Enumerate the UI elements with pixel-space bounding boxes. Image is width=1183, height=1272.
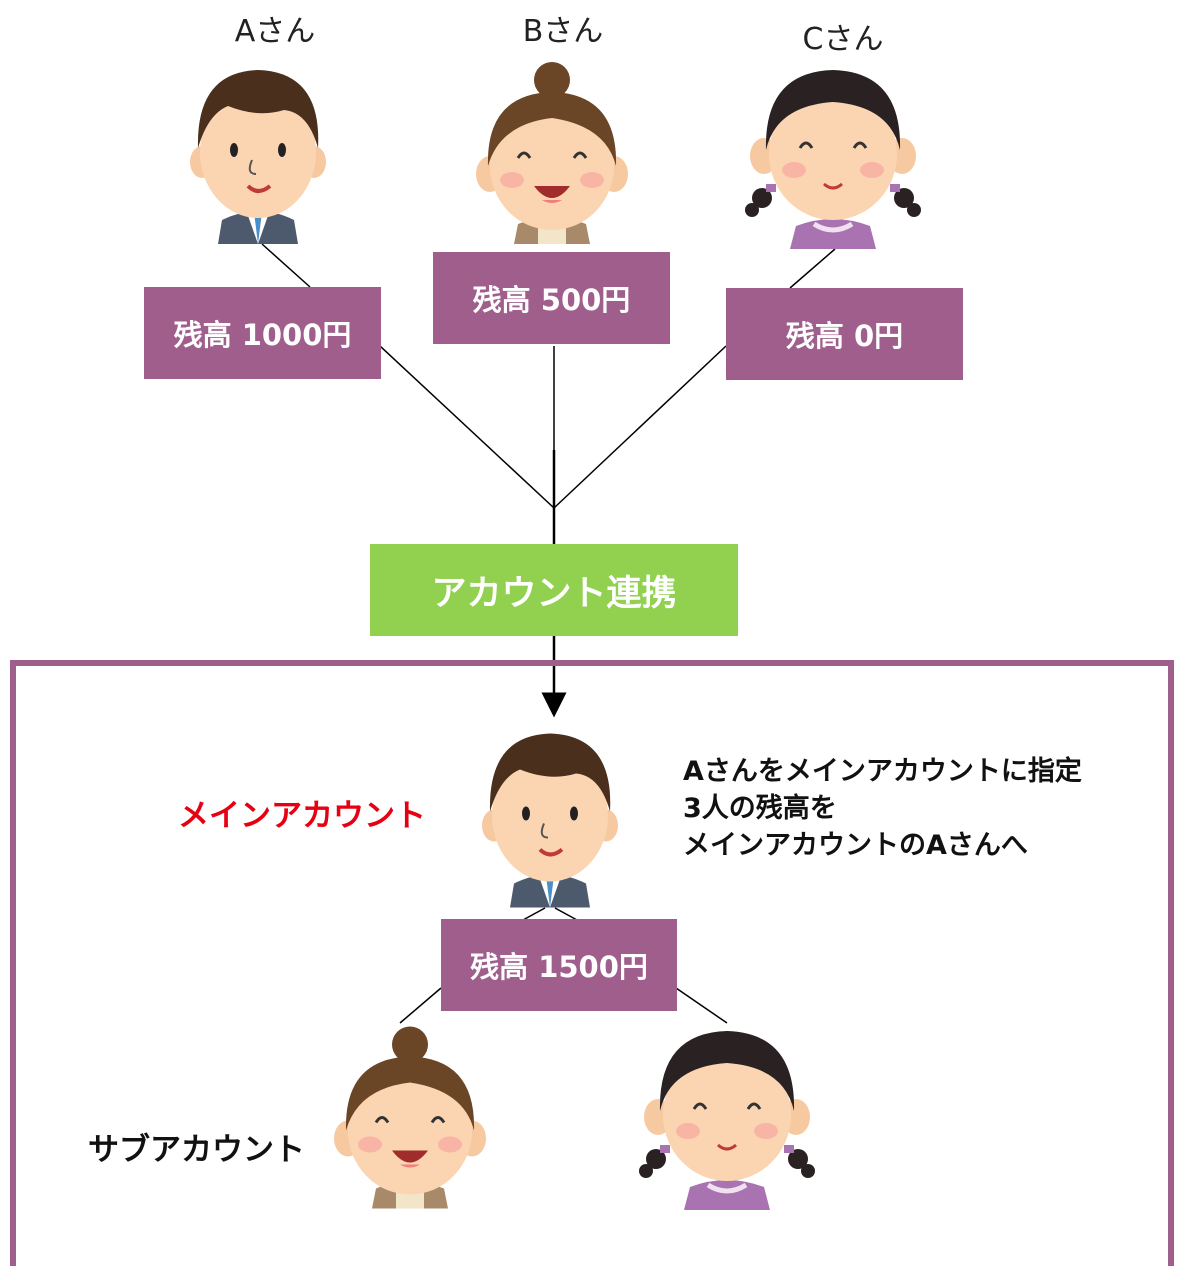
sub-account-label: サブアカウント — [88, 1132, 305, 1168]
balance-c: 残高 0円 — [726, 288, 963, 380]
girl-pigtails-icon — [745, 70, 921, 249]
woman-bun-icon — [334, 1026, 486, 1209]
man-suit-icon — [482, 733, 618, 908]
user-b-name: Bさん — [522, 14, 604, 49]
note-line-2: 3人の残高を — [683, 793, 837, 824]
girl-pigtails-icon — [639, 1031, 815, 1210]
balance-b: 残高 500円 — [433, 252, 670, 344]
line-c-merge — [553, 345, 727, 509]
man-suit-icon — [190, 70, 326, 244]
line-a-merge — [379, 345, 555, 509]
line-sub-c — [675, 987, 728, 1024]
merge-note: Aさんをメインアカウントに指定 3人の残高を メインアカウントのAさんへ — [683, 753, 1082, 864]
line-sub-b — [399, 987, 442, 1024]
note-line-1: Aさんをメインアカウントに指定 — [683, 756, 1082, 787]
line-main-face-r — [554, 907, 578, 921]
result-panel — [10, 660, 1174, 1266]
line-a-face — [261, 243, 311, 288]
note-line-3: メインアカウントのAさんへ — [683, 830, 1028, 861]
balance-merged: 残高 1500円 — [441, 919, 677, 1011]
balance-a: 残高 1000円 — [144, 287, 381, 379]
main-account-label: メインアカウント — [178, 798, 426, 834]
account-link-box: アカウント連携 — [370, 544, 738, 636]
user-c-name: Cさん — [802, 22, 884, 57]
user-a-name: Aさん — [234, 14, 316, 49]
woman-bun-icon — [476, 62, 628, 244]
line-main-face-l — [522, 907, 546, 921]
line-c-face — [789, 248, 836, 289]
